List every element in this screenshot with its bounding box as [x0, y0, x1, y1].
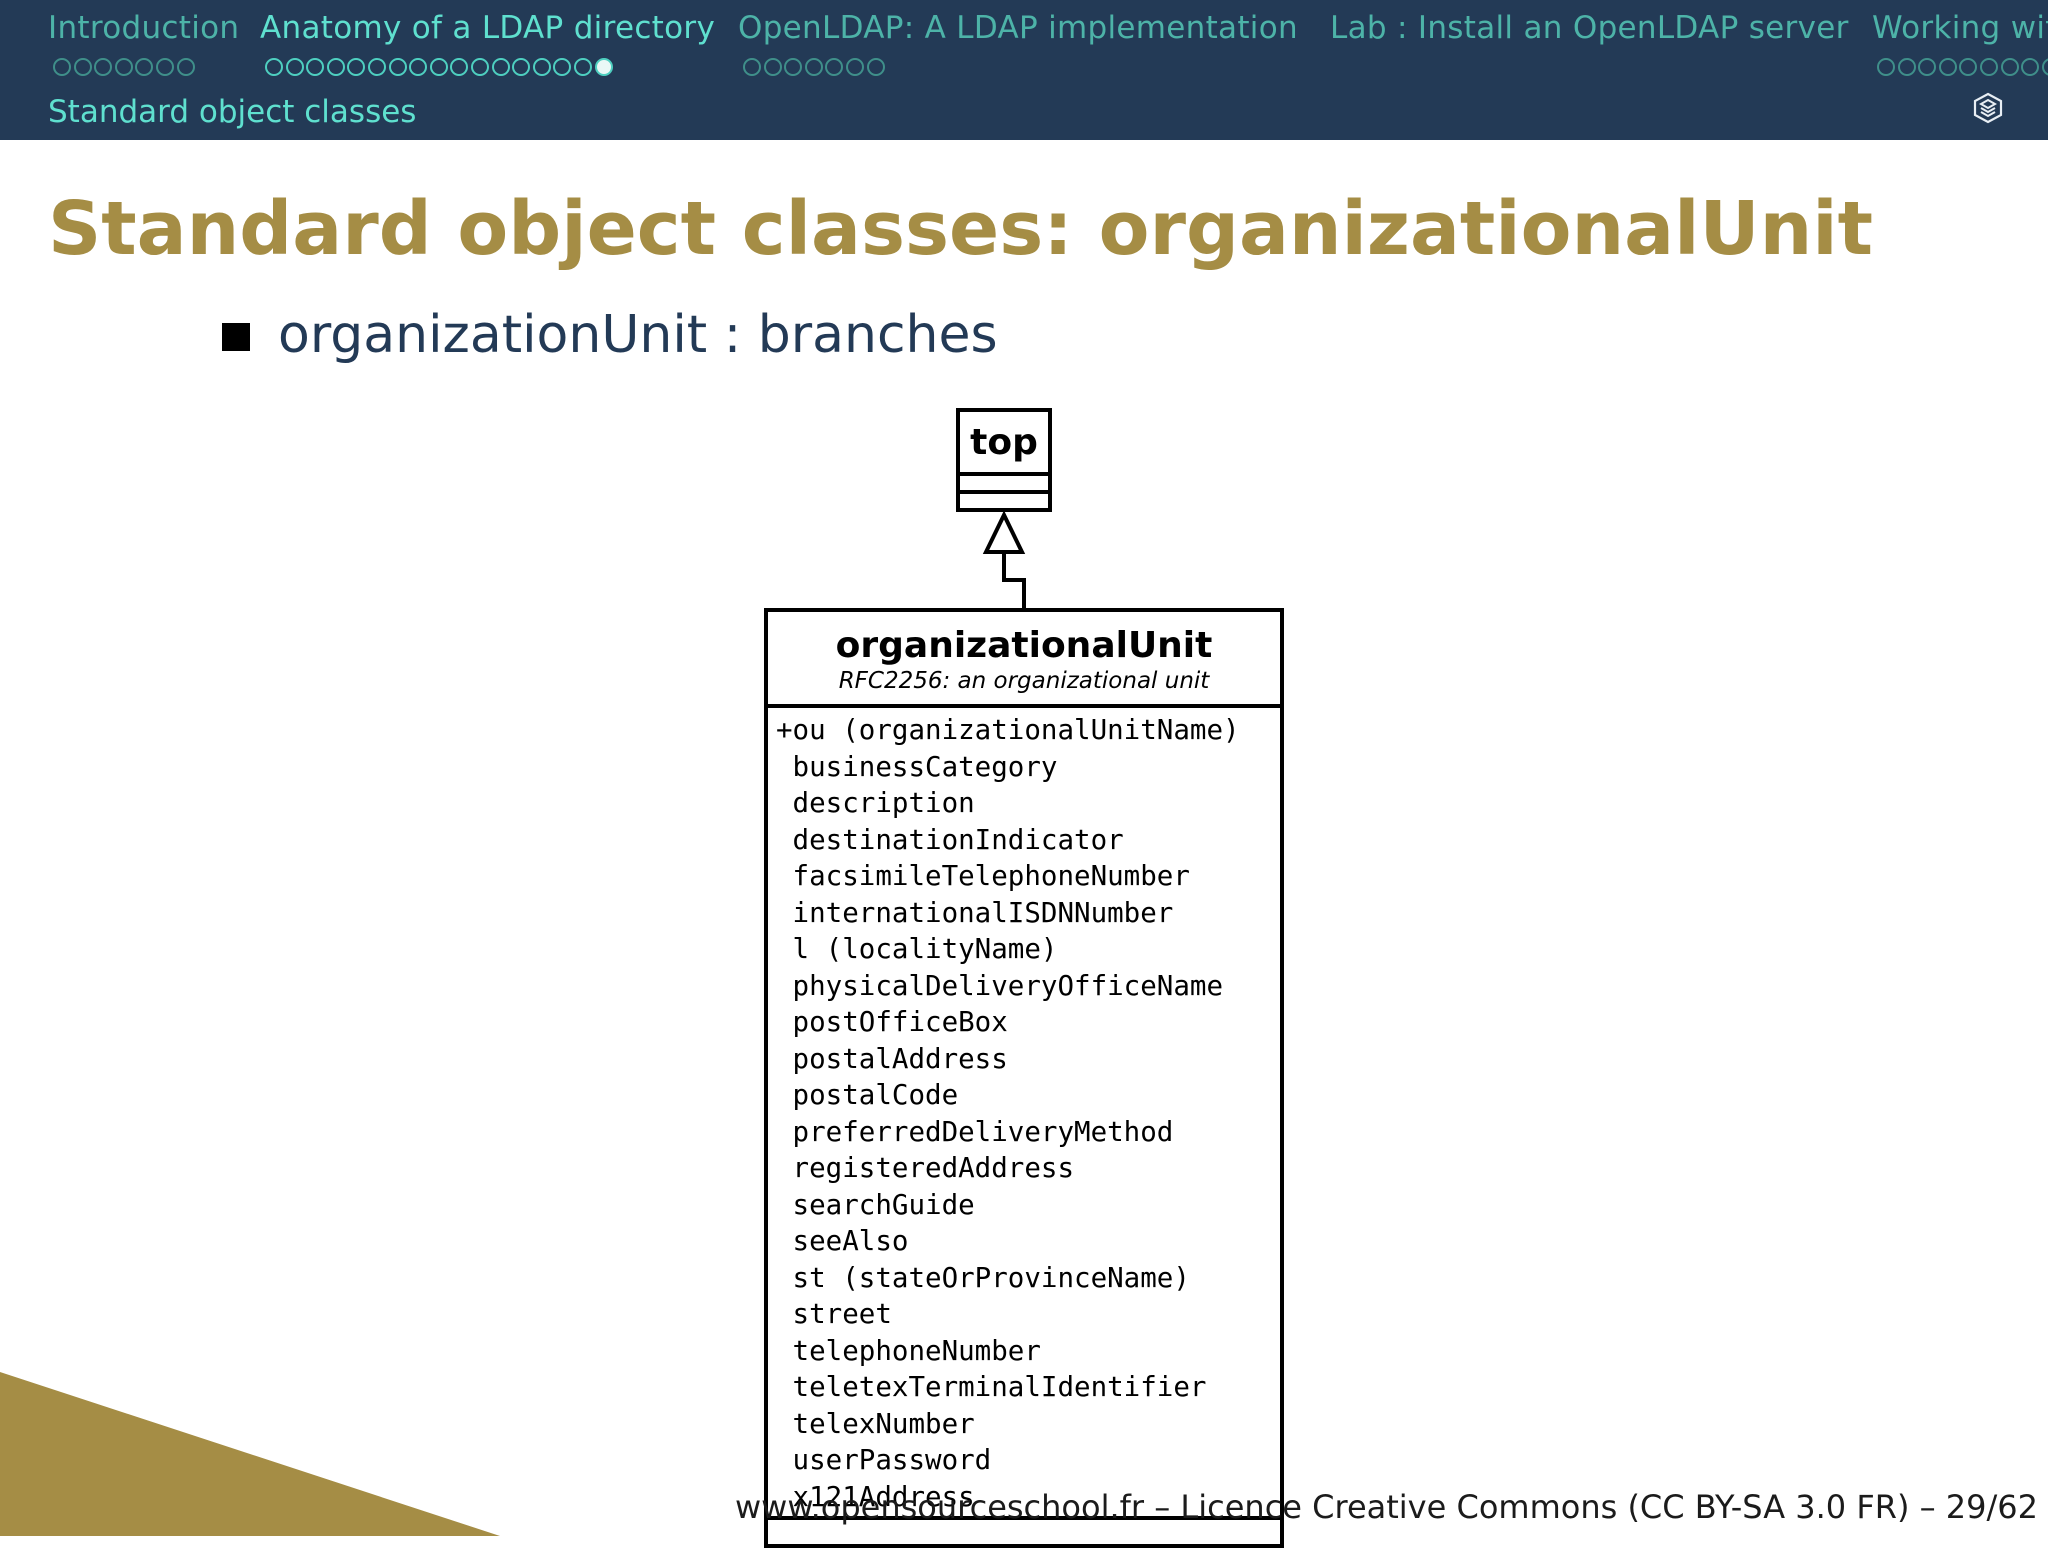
nav-progress-dot[interactable] [491, 58, 510, 76]
section-navigation: Introduction Anatomy of a LDAP directory… [0, 0, 2048, 90]
uml-attribute: searchGuide [776, 1188, 975, 1221]
nav-section-label[interactable]: Working wit [1872, 10, 2048, 46]
footer-license[interactable]: www.opensourceschool.fr – Licence Creati… [735, 1488, 2038, 1526]
nav-section-working-with[interactable]: Working wit [1872, 8, 2048, 76]
uml-attribute: physicalDeliveryOfficeName [776, 969, 1224, 1002]
uml-class-name: organizationalUnit [835, 625, 1213, 666]
nav-progress-dots [265, 58, 715, 76]
uml-class-top: top [956, 408, 1052, 512]
uml-attribute: postalCode [776, 1079, 959, 1111]
uml-class-organizational-unit: organizationalUnit RFC2256: an organizat… [764, 608, 1284, 1548]
nav-section-lab[interactable]: Lab : Install an OpenLDAP server [1330, 8, 1849, 58]
square-bullet-icon [222, 323, 250, 351]
nav-progress-dot[interactable] [573, 58, 592, 76]
nav-progress-dot[interactable] [470, 58, 489, 76]
uml-attribute: userPassword [776, 1444, 992, 1476]
uml-class-top-methods [960, 490, 1048, 508]
nav-progress-dot[interactable] [388, 58, 407, 76]
nav-progress-dot[interactable] [285, 58, 304, 76]
nav-progress-dot[interactable] [845, 58, 864, 76]
uml-methods-separator [768, 1516, 1280, 1520]
nav-progress-dot[interactable] [1979, 58, 1998, 76]
nav-progress-dot[interactable] [1877, 58, 1895, 76]
uml-attribute: businessCategory [776, 750, 1058, 783]
nav-progress-dot[interactable] [1897, 58, 1916, 76]
nav-progress-dot[interactable] [135, 58, 154, 76]
nav-section-label[interactable]: Introduction [48, 10, 240, 46]
nav-progress-dot[interactable] [73, 58, 92, 76]
uml-attribute: telexNumber [776, 1407, 975, 1440]
nav-progress-dots [1877, 58, 2048, 76]
nav-section-openldap[interactable]: OpenLDAP: A LDAP implementation [738, 8, 1298, 76]
nav-progress-dot[interactable] [1959, 58, 1978, 76]
nav-section-label[interactable]: Anatomy of a LDAP directory [260, 10, 716, 46]
uml-attribute: telephoneNumber [776, 1334, 1041, 1367]
nav-progress-dot[interactable] [594, 58, 613, 76]
uml-attribute: preferredDeliveryMethod [776, 1115, 1174, 1148]
uml-attribute: teletexTerminalIdentifier [776, 1371, 1207, 1403]
inheritance-arrow-icon [982, 510, 1026, 554]
nav-progress-dot[interactable] [532, 58, 551, 76]
nav-section-introduction[interactable]: Introduction [48, 8, 239, 76]
nav-progress-dot[interactable] [866, 58, 885, 76]
nav-progress-dot[interactable] [326, 58, 345, 76]
nav-progress-dot[interactable] [429, 58, 448, 76]
nav-progress-dot[interactable] [265, 58, 283, 76]
nav-progress-dot[interactable] [94, 58, 113, 76]
nav-progress-dot[interactable] [804, 58, 823, 76]
uml-attribute: st (stateOrProvinceName) [776, 1261, 1190, 1294]
nav-progress-dots [743, 58, 1298, 76]
nav-progress-dot[interactable] [743, 58, 761, 76]
nav-progress-dot[interactable] [784, 58, 803, 76]
nav-progress-dot[interactable] [409, 58, 428, 76]
uml-attribute: postalAddress [776, 1042, 1008, 1075]
uml-class-description: RFC2256: an organizational unit [838, 668, 1210, 694]
nav-progress-dot[interactable] [53, 58, 71, 76]
inheritance-line [1002, 550, 1026, 608]
nav-progress-dot[interactable] [763, 58, 782, 76]
uml-class-top-attributes [960, 472, 1048, 490]
nav-progress-dot[interactable] [553, 58, 572, 76]
uml-attribute: postOfficeBox [776, 1006, 1008, 1038]
uml-attribute: destinationIndicator [776, 823, 1124, 856]
nav-section-label[interactable]: Lab : Install an OpenLDAP server [1330, 10, 1849, 46]
nav-progress-dot[interactable] [1938, 58, 1957, 76]
nav-progress-dots [53, 58, 239, 76]
uml-attribute-list: +ou (organizationalUnitName) businessCat… [768, 708, 1280, 1515]
nav-progress-dot[interactable] [1918, 58, 1937, 76]
uml-class-header: organizationalUnit RFC2256: an organizat… [768, 612, 1280, 708]
uml-attribute: x121Address [776, 1480, 975, 1513]
bullet-item: organizationUnit : branches [222, 300, 998, 370]
uml-attribute: l (localityName) [776, 933, 1058, 965]
cube-logo-icon [1973, 92, 2003, 124]
nav-progress-dot[interactable] [2021, 58, 2040, 76]
nav-progress-dot[interactable] [306, 58, 325, 76]
nav-progress-dot[interactable] [347, 58, 366, 76]
uml-attribute: description [776, 787, 975, 819]
uml-attribute: +ou (organizationalUnitName) [776, 714, 1240, 746]
nav-section-anatomy[interactable]: Anatomy of a LDAP directory [260, 8, 715, 76]
nav-progress-dot[interactable] [176, 58, 195, 76]
header-bar: Introduction Anatomy of a LDAP directory… [0, 0, 2048, 140]
bullet-text: organizationUnit : branches [278, 305, 998, 365]
nav-progress-dot[interactable] [2000, 58, 2019, 76]
uml-attribute: internationalISDNNumber [776, 896, 1174, 929]
nav-section-label[interactable]: OpenLDAP: A LDAP implementation [738, 10, 1298, 46]
uml-class-top-name: top [970, 421, 1038, 463]
nav-progress-dot[interactable] [450, 58, 469, 76]
subsection-title[interactable]: Standard object classes [48, 94, 417, 130]
uml-attribute: seeAlso [776, 1225, 909, 1257]
nav-progress-dot[interactable] [825, 58, 844, 76]
corner-decoration [0, 1372, 500, 1536]
nav-progress-dot[interactable] [114, 58, 133, 76]
nav-progress-dot[interactable] [155, 58, 174, 76]
nav-progress-dot[interactable] [512, 58, 531, 76]
uml-attribute: registeredAddress [776, 1152, 1075, 1184]
uml-attribute: facsimileTelephoneNumber [776, 860, 1190, 892]
nav-progress-dot[interactable] [367, 58, 386, 76]
uml-attribute: street [776, 1298, 892, 1330]
slide-title: Standard object classes: organizationalU… [48, 186, 1873, 272]
